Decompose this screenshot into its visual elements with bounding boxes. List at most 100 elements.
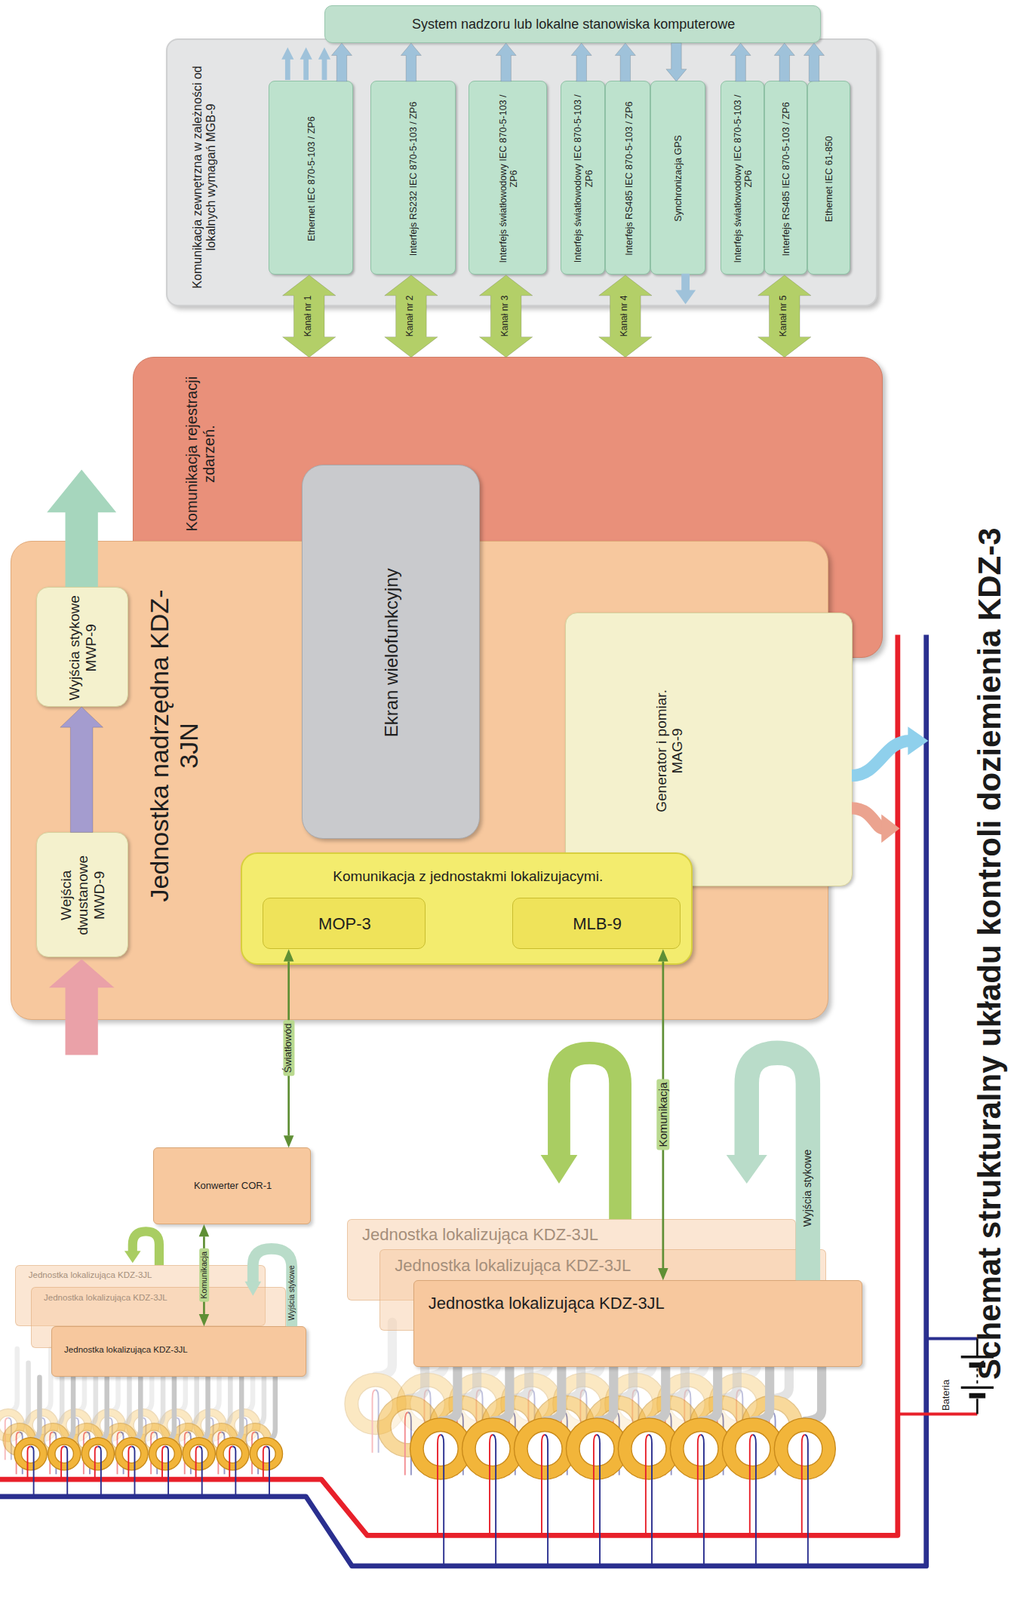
feeder-wire [229, 1446, 233, 1480]
ring-edge [14, 1438, 47, 1471]
text-area: Jednostka lokalizująca KDZ-3JL [392, 1253, 821, 1278]
node-label: Jednostka lokalizująca KDZ-3JL [64, 1345, 188, 1356]
feeder-wire [64, 1446, 68, 1497]
feeder-wire [199, 1446, 203, 1497]
interface-card: Interfejs RS485 IEC 870-5-103 / ZP6 [605, 80, 650, 275]
feeder-wire [437, 1434, 441, 1536]
feeder-wire [162, 1446, 166, 1480]
interface-card: Interfejs RS485 IEC 870-5-103 / ZP6 [764, 80, 808, 275]
text-area: Jednostka lokalizująca KDZ-3JL [359, 1222, 789, 1248]
locating-unit: Jednostka lokalizująca KDZ-3JL [51, 1326, 307, 1378]
module-box: Wejścia dwustanowe MWD-9 [36, 832, 129, 958]
sensor-lead [805, 1367, 822, 1422]
rotated-label: Interfejs światłowodowy IEC 870-5-103 / … [732, 86, 755, 271]
battery-plate [969, 1393, 987, 1399]
arrow-head [726, 1155, 768, 1184]
sensor-lead [199, 1377, 209, 1442]
feeder-wire [752, 1434, 756, 1567]
current-transformer [774, 1367, 836, 1567]
system-bar: System nadzoru lub lokalne stanowiska ko… [324, 5, 821, 44]
feeder-wire [440, 1434, 444, 1567]
ring-edge [683, 1431, 719, 1466]
master-unit: Wejścia dwustanowe MWD-9 Wyjścia stykowe … [10, 540, 829, 1021]
current-transformer [513, 1367, 575, 1567]
ring-core [219, 1441, 246, 1467]
feeder-wire [596, 1434, 600, 1567]
feeder-wire [645, 1434, 649, 1536]
text-area: Ethernet IEC 870-5-103 / ZP6 [272, 85, 351, 274]
edge-label: Światłowód [282, 1020, 295, 1077]
ring-edge [223, 1444, 242, 1463]
ring-core [520, 1425, 569, 1474]
feeder-wire [544, 1434, 548, 1567]
communication-arrow [132, 1231, 160, 1266]
feeder-wire [131, 1446, 135, 1497]
channel-label: Kanał nr 2 [405, 294, 417, 337]
connector-arrow [479, 275, 532, 358]
feeder-wire [266, 1446, 270, 1497]
feeder-wire [648, 1434, 652, 1567]
ring-edge [216, 1438, 249, 1471]
connector [479, 275, 532, 358]
current-transformer [81, 1377, 114, 1497]
contact-output-arrow [252, 1248, 292, 1327]
ring-core [18, 1441, 44, 1467]
connector [384, 275, 438, 358]
ring-edge [81, 1438, 114, 1471]
text-area: Jednostka lokalizująca KDZ-3JL [26, 1267, 210, 1283]
feeder-wire [593, 1434, 597, 1536]
rotated-label: Wyjścia stykowe MWP-9 [66, 593, 100, 702]
rotated-label: Ekran wielofunkcyjny [381, 568, 403, 738]
current-transformer [617, 1367, 680, 1567]
connector-arrow [384, 275, 438, 358]
measure-arrow [851, 740, 910, 776]
ring-core [186, 1441, 213, 1467]
ring-core [119, 1441, 145, 1467]
connector-arrow [400, 43, 421, 82]
rotated-label: Komunikacja rejestracji zdarzeń. [182, 371, 218, 536]
feeder-wire [165, 1446, 169, 1497]
sensor-lead [41, 1348, 51, 1413]
feeder-wire [196, 1446, 200, 1480]
interface-card: Interfejs światłowodowy IEC 870-5-103 / … [720, 80, 765, 275]
text-area: Wejścia dwustanowe MWD-9 [39, 835, 126, 956]
feeder-wire [61, 1446, 65, 1480]
node-label: MLB-9 [572, 914, 622, 934]
text-area: Interfejs RS232 IEC 870-5-103 / ZP6 [374, 85, 454, 274]
interface-card: Interfejs światłowodowy IEC 870-5-103 / … [468, 80, 547, 275]
connector [400, 43, 421, 82]
text-area: Konwerter COR-1 [156, 1151, 309, 1222]
channel-label: Kanał nr 1 [304, 294, 315, 337]
rotated-label: Generator i pomiar. MAG-9 [653, 672, 687, 831]
feeder-wire [805, 1434, 809, 1567]
text-area: MLB-9 [516, 901, 679, 947]
arrow-head [199, 1224, 210, 1237]
gps-arrow [675, 273, 696, 305]
interface-card: Ethernet IEC 61-850 [807, 80, 851, 275]
text-area: Interfejs RS485 IEC 870-5-103 / ZP6 [768, 85, 806, 274]
port-arrow [300, 47, 313, 80]
connector-arrow [666, 43, 687, 82]
diagram-title: Schemat strukturalny układu kontroli doz… [970, 528, 1008, 1381]
text-area: Interfejs RS485 IEC 870-5-103 / ZP6 [609, 85, 649, 274]
arrow-head [540, 1155, 578, 1184]
node-label: Komunikacja z jednostakmi lokalizujacymi… [332, 868, 603, 885]
port-arrow [318, 47, 331, 80]
ring-edge [257, 1444, 276, 1463]
connector [614, 43, 636, 82]
ring-edge [475, 1431, 511, 1466]
ring-edge [182, 1438, 216, 1471]
feeder-wire [801, 1434, 806, 1536]
converter-box: Konwerter COR-1 [153, 1147, 312, 1224]
current-transformer [48, 1377, 81, 1497]
input-arrow [49, 958, 115, 1055]
current-transformer [462, 1367, 524, 1567]
arrow-head [245, 1281, 262, 1297]
sensor-lead [64, 1377, 74, 1442]
text-area: Wyjścia stykowe MWP-9 [39, 590, 126, 704]
ring-core [676, 1425, 726, 1474]
current-transformer [182, 1377, 216, 1497]
locating-unit: Jednostka lokalizująca KDZ-3JL [413, 1280, 863, 1368]
connector [495, 43, 517, 82]
ring-edge [774, 1418, 836, 1480]
